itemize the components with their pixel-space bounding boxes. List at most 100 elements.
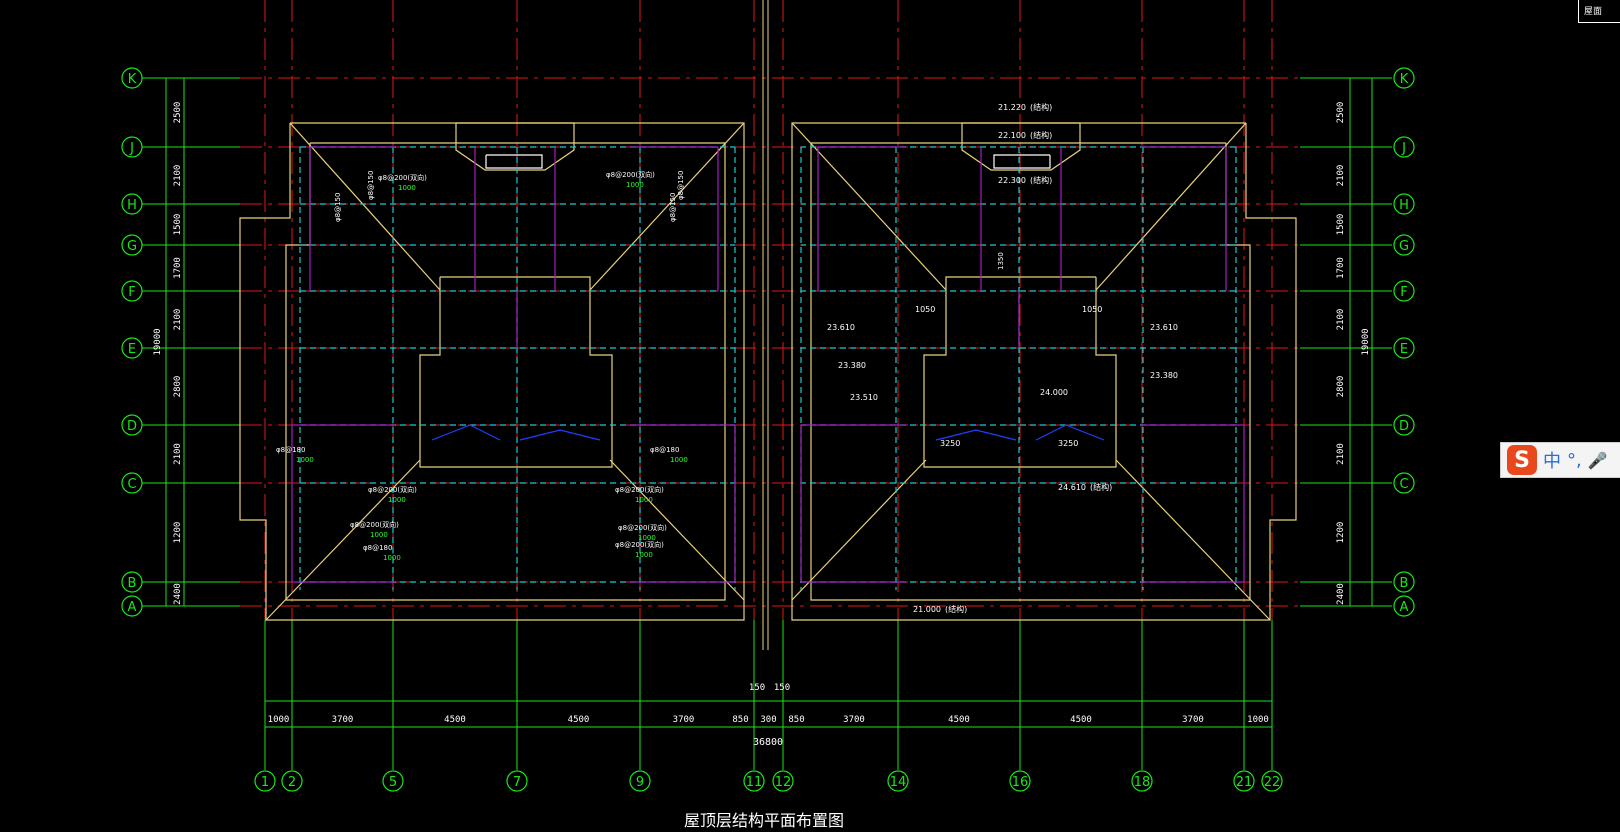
- axis-bubble-right-K-label: K: [1400, 72, 1409, 87]
- elevation-label: 21.000: [913, 605, 941, 614]
- rebar-label: φ8@200(双向): [368, 485, 417, 494]
- axis-bubble-bottom-12-label: 12: [775, 775, 792, 790]
- row-dim-left: 2500: [173, 102, 183, 124]
- elevation-label: 23.510: [850, 393, 878, 402]
- col-total: 36800: [753, 737, 783, 748]
- col-dim-small: 150: [749, 683, 765, 693]
- axis-bubble-left-D-circle: [121, 414, 143, 436]
- col-dim: 4500: [568, 715, 590, 725]
- rebar-length: 1000: [370, 531, 388, 539]
- axis-bubble-right-K-circle: [1393, 67, 1415, 89]
- hip-line: [791, 122, 947, 291]
- axis-bubble-left-H-label: H: [127, 198, 137, 213]
- core-wall: [419, 276, 613, 468]
- axis-bubble-right-D-label: D: [1399, 419, 1409, 434]
- mic-icon[interactable]: 🎤: [1587, 450, 1608, 470]
- col-dim: 3700: [843, 715, 865, 725]
- row-dim-right: 600: [0, 0, 8, 3]
- elevation-label: 22.300: [998, 176, 1026, 185]
- axis-bubble-bottom-11-circle: [743, 770, 765, 792]
- elevation-label: 21.220: [998, 103, 1026, 112]
- axis-bubble-left-K-circle: [121, 67, 143, 89]
- stair-line: [431, 424, 501, 441]
- dim-label: 1350: [997, 252, 1005, 270]
- roof-plan-outline: [239, 0, 1297, 650]
- axis-bubble-bottom-9-circle: [629, 770, 651, 792]
- hip-line: [1095, 122, 1247, 291]
- row-dim-right: 2100: [1336, 309, 1346, 331]
- axis-bubble-bottom-14-circle: [887, 770, 909, 792]
- roof-edge: [239, 122, 745, 621]
- core-wall: [923, 276, 1117, 468]
- axis-bubble-left-J-label: J: [129, 141, 134, 156]
- ime-language-toggle[interactable]: 中: [1543, 451, 1561, 472]
- axis-bubble-left-G-circle: [121, 234, 143, 256]
- axis-bubble-left-F-label: F: [128, 285, 135, 300]
- axis-bubble-right-A-label: A: [1400, 600, 1409, 615]
- axis-bubble-left-B-circle: [121, 571, 143, 593]
- corner-label: 屋面: [1584, 6, 1602, 17]
- rebar-length: 1000: [296, 456, 314, 464]
- dim-label: 3250: [940, 439, 960, 448]
- sogou-logo-icon[interactable]: S: [1507, 445, 1537, 475]
- axis-bubble-left-D-label: D: [127, 419, 137, 434]
- ime-punctuation-toggle[interactable]: °,: [1567, 449, 1582, 471]
- rebar-label: φ8@180: [650, 446, 679, 454]
- row-dim-left: 1700: [173, 257, 183, 279]
- rebar-length: 1000: [635, 551, 653, 559]
- hip-line: [265, 459, 421, 621]
- axis-bubble-left-C-label: C: [127, 477, 136, 492]
- stair-line: [519, 429, 601, 441]
- rebar-length: 1000: [388, 496, 406, 504]
- elevation-label: 24.610: [1058, 483, 1086, 492]
- axis-bubble-bottom-21-label: 21: [1236, 775, 1253, 790]
- axis-bubble-left-J-circle: [121, 136, 143, 158]
- col-dim: 850: [788, 715, 804, 725]
- col-dim: 4500: [1070, 715, 1092, 725]
- axis-bubble-bottom-22-label: 22: [1264, 775, 1281, 790]
- col-dim: 850: [732, 715, 748, 725]
- row-dim-left: 1500: [173, 214, 183, 236]
- rebar-label: φ8@200(双向): [618, 523, 667, 532]
- rebar-label: φ8@150: [334, 193, 342, 222]
- col-dim: 300: [760, 715, 776, 725]
- ime-toolbar[interactable]: S 中 °, 🎤: [1500, 442, 1620, 478]
- rebar-label: φ8@200(双向): [615, 540, 664, 549]
- axis-bubble-bottom-12-circle: [772, 770, 794, 792]
- dormer-window: [485, 154, 543, 169]
- stair-line: [935, 429, 1017, 441]
- dormer: [961, 122, 1081, 171]
- row-dim-left: 1200: [173, 522, 183, 544]
- row-dim-right: 1700: [1336, 257, 1346, 279]
- axis-bubble-bottom-11-label: 11: [746, 775, 763, 790]
- row-total-left: 19000: [153, 328, 163, 355]
- row-dim-right: 2400: [1336, 583, 1346, 605]
- axis-bubble-bottom-5-label: 5: [389, 775, 397, 790]
- rebar-label: φ8@200(双向): [350, 520, 399, 529]
- axis-bubble-right-A-circle: [1393, 595, 1415, 617]
- axis-bubble-right-F-label: F: [1400, 285, 1407, 300]
- axis-bubble-bottom-1-circle: [254, 770, 276, 792]
- row-dim-left: 2800: [173, 376, 183, 398]
- dim-label: 1050: [915, 305, 935, 314]
- col-dim: 3700: [673, 715, 695, 725]
- dim-label: 1050: [1082, 305, 1102, 314]
- elevation-note: (结构): [1030, 102, 1052, 112]
- red-grid-lines: [240, 0, 1300, 690]
- axis-bubble-right-H-label: H: [1399, 198, 1409, 213]
- hip-line: [589, 122, 745, 291]
- row-dim-left: 2100: [173, 309, 183, 331]
- axis-bubble-right-B-label: B: [1400, 576, 1409, 591]
- axis-bubble-right-D-circle: [1393, 414, 1415, 436]
- axis-bubble-bottom-16-label: 16: [1012, 775, 1029, 790]
- axis-bubble-left-A-circle: [121, 595, 143, 617]
- rebar-length: 1000: [638, 534, 656, 542]
- axis-bubble-right-J-circle: [1393, 136, 1415, 158]
- elevation-note: (结构): [945, 604, 967, 614]
- hip-line: [289, 122, 441, 291]
- elevation-label: 23.610: [827, 323, 855, 332]
- row-dim-right: 2500: [1336, 102, 1346, 124]
